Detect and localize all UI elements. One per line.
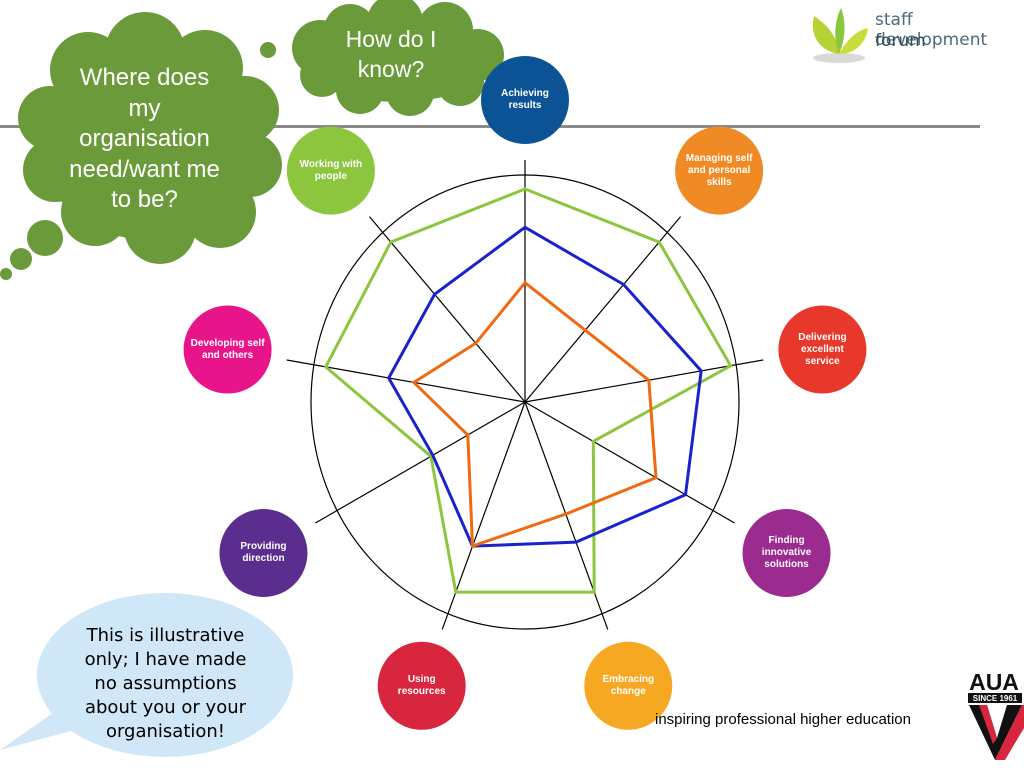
logo-text-line2: forum: [875, 31, 926, 51]
radar-spoke: [315, 401, 526, 524]
footer-tagline: inspiring professional higher education: [655, 711, 911, 728]
competency-label: Finding innovative solutions: [761, 535, 812, 570]
left-thought-cloud: [18, 12, 282, 264]
competency-node: [377, 641, 466, 730]
radar-series-1: [323, 187, 733, 594]
radar-spoke: [524, 216, 682, 403]
right-thought-cloud: [292, 0, 504, 116]
logo-text-line1: staff development: [875, 10, 988, 50]
aua-logo-since: SINCE 1961: [973, 694, 1018, 703]
radar-spoke: [524, 359, 764, 403]
speech-bubble: [0, 593, 293, 757]
radar-series-2: [386, 225, 703, 548]
competency-label: Achieving results: [501, 88, 549, 111]
aua-logo-icon: AUA SINCE 1961: [968, 669, 1024, 760]
competency-node: [675, 126, 764, 215]
thought-clouds: [0, 0, 504, 280]
competency-node: [286, 126, 375, 215]
radar-spoke: [524, 401, 609, 630]
competency-node: [742, 509, 831, 597]
competency-node: [219, 509, 308, 597]
competency-node: [584, 641, 673, 730]
right-cloud-text: How do I know?: [345, 26, 437, 82]
competency-label: Using resources: [397, 673, 446, 697]
competency-label: Embracing change: [602, 673, 655, 697]
left-cloud-text: Where does my organisation need/want me …: [69, 64, 220, 213]
competency-node: [481, 56, 569, 144]
speech-bubble-text: This is illustrative only; I have made n…: [84, 625, 247, 742]
competency-node: [778, 305, 867, 394]
radar-spoke: [441, 401, 526, 630]
thought-dot-large: [260, 42, 276, 58]
leaf-logo-icon: [812, 8, 868, 63]
radar-spoke: [286, 359, 526, 403]
thought-tail-1: [27, 220, 63, 256]
radar-spoke: [368, 216, 526, 403]
competency-label: Managing self and personal skills: [685, 152, 753, 188]
thought-tail-3: [0, 268, 12, 280]
competency-label: Delivering excellent service: [798, 331, 847, 367]
competency-label: Providing direction: [240, 541, 287, 564]
competency-node: [183, 305, 272, 394]
radar-spoke: [524, 401, 735, 524]
radar-series-3: [411, 280, 658, 549]
competency-label: Working with people: [299, 158, 363, 182]
thought-tail-2: [10, 248, 32, 270]
aua-logo-letters: AUA: [969, 669, 1019, 695]
competency-label: Developing self and others: [190, 337, 265, 361]
